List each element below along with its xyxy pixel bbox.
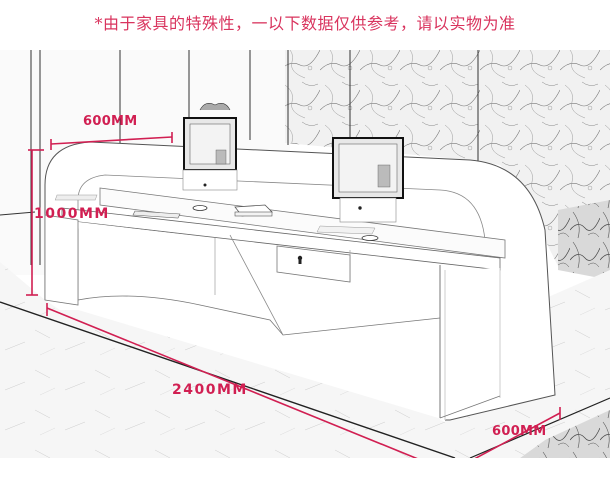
product-sketch-scene: 600MM 1000MM 2400MM 600MM: [0, 42, 610, 478]
dimension-label-depth: 600MM: [492, 424, 547, 439]
dimension-label-top-width: 600MM: [83, 114, 138, 129]
disclaimer-notice: *由于家具的特殊性，一以下数据仅供参考，请以实物为准: [94, 14, 516, 33]
dimension-label-length: 2400MM: [172, 382, 248, 398]
monitor-right: [316, 137, 404, 241]
desk-sketch-illustration: [0, 50, 610, 478]
dimension-label-height: 1000MM: [34, 206, 110, 222]
monitor-left: [54, 103, 238, 211]
